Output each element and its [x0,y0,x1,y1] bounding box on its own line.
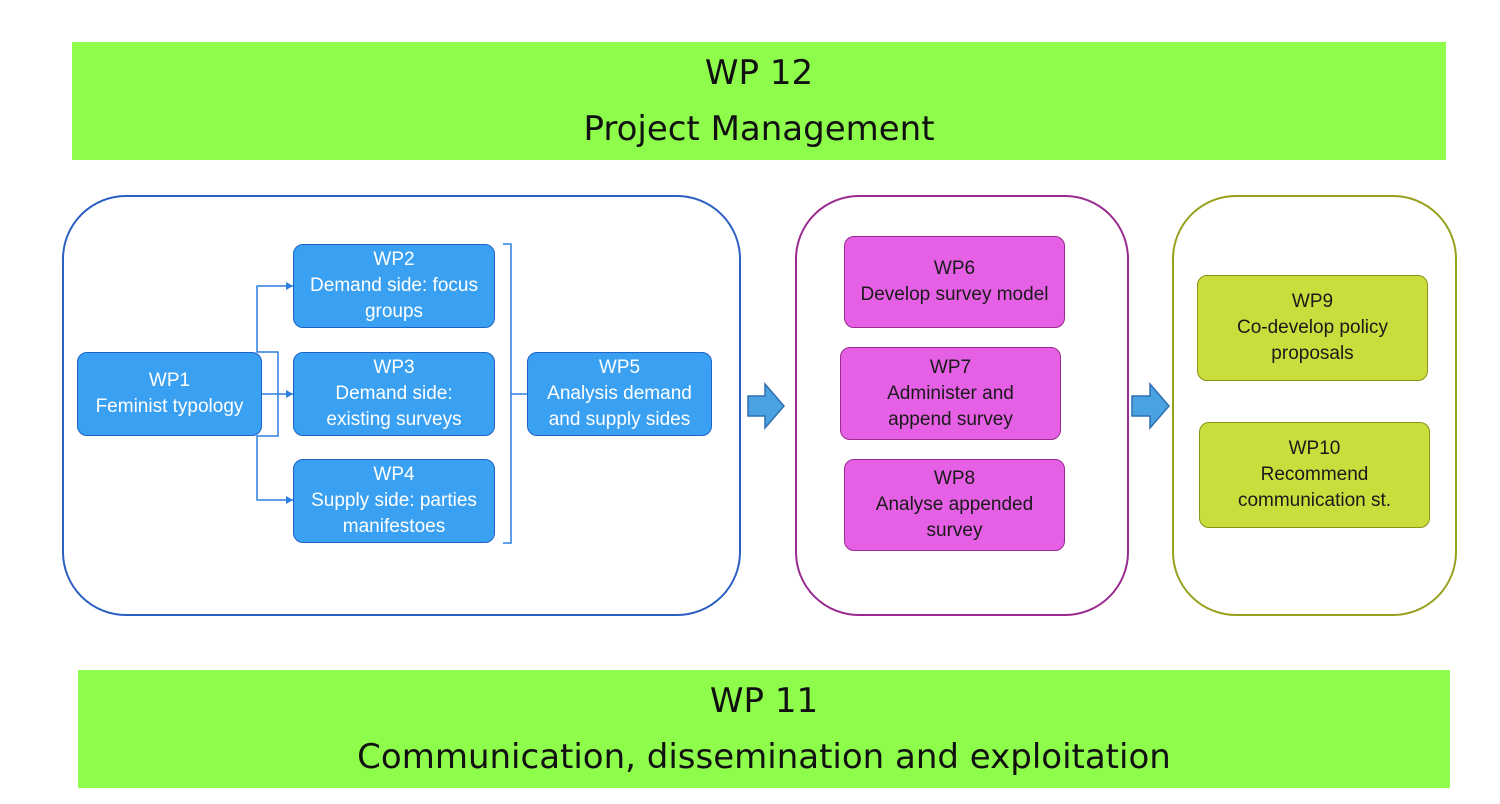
wp10-id: WP10 [1288,438,1341,459]
wp4-id: WP4 [373,464,415,485]
wp5-title-line1: Analysis demand [547,383,692,404]
wp9-box: WP9 Co-develop policy proposals [1197,275,1428,381]
wp2-title-line1: Demand side: focus [310,275,478,296]
wp3-title-line1: Demand side: [335,383,453,404]
wp4-title-line2: manifestoes [342,516,446,537]
wp10-title-line2: communication st. [1237,490,1392,511]
wp2-box: WP2 Demand side: focus groups [293,244,495,328]
wp8-id: WP8 [933,468,976,489]
wp9-id: WP9 [1291,291,1334,312]
wp2-id: WP2 [373,249,415,270]
phase-arrow-2 [1131,381,1170,431]
banner-title: Project Management [583,109,935,149]
wp10-box: WP10 Recommend communication st. [1199,422,1430,528]
banner-title: Communication, dissemination and exploit… [357,737,1171,777]
wp7-box: WP7 Administer and append survey [840,347,1061,440]
wp9-title-line2: proposals [1271,343,1354,364]
wp3-box: WP3 Demand side: existing surveys [293,352,495,436]
wp1-title: Feminist typology [95,396,244,417]
banner-wp-id: WP 12 [704,53,814,93]
wp5-id: WP5 [598,357,641,378]
wp10-title-line1: Recommend [1260,464,1369,485]
wp7-title-line2: append survey [888,408,1013,430]
wp3-title-line2: existing surveys [326,409,462,430]
policy-phase-group [1172,195,1457,616]
wp9-title-line1: Co-develop policy [1236,317,1389,338]
wp6-id: WP6 [933,258,976,279]
wp4-box: WP4 Supply side: parties manifestoes [293,459,495,543]
communication-banner: WP 11 Communication, dissemination and e… [78,670,1450,788]
wp1-id: WP1 [148,370,191,391]
wp8-title-line2: survey [926,520,983,541]
wp7-title-line1: Administer and [887,382,1014,404]
wp6-box: WP6 Develop survey model [844,236,1065,328]
phase-arrow-1 [747,381,785,431]
wp8-box: WP8 Analyse appended survey [844,459,1065,551]
wp5-box: WP5 Analysis demand and supply sides [527,352,712,436]
wp4-title-line1: Supply side: parties [311,490,477,511]
wp3-id: WP3 [373,357,415,378]
wp1-box: WP1 Feminist typology [77,352,262,436]
banner-wp-id: WP 11 [709,681,819,721]
project-management-banner: WP 12 Project Management [72,42,1446,160]
wp8-title-line1: Analyse appended [875,494,1034,515]
wp6-title: Develop survey model [860,284,1049,305]
wp2-title-line2: groups [364,301,424,322]
wp5-title-line2: and supply sides [548,409,691,430]
wp7-id: WP7 [929,356,972,378]
